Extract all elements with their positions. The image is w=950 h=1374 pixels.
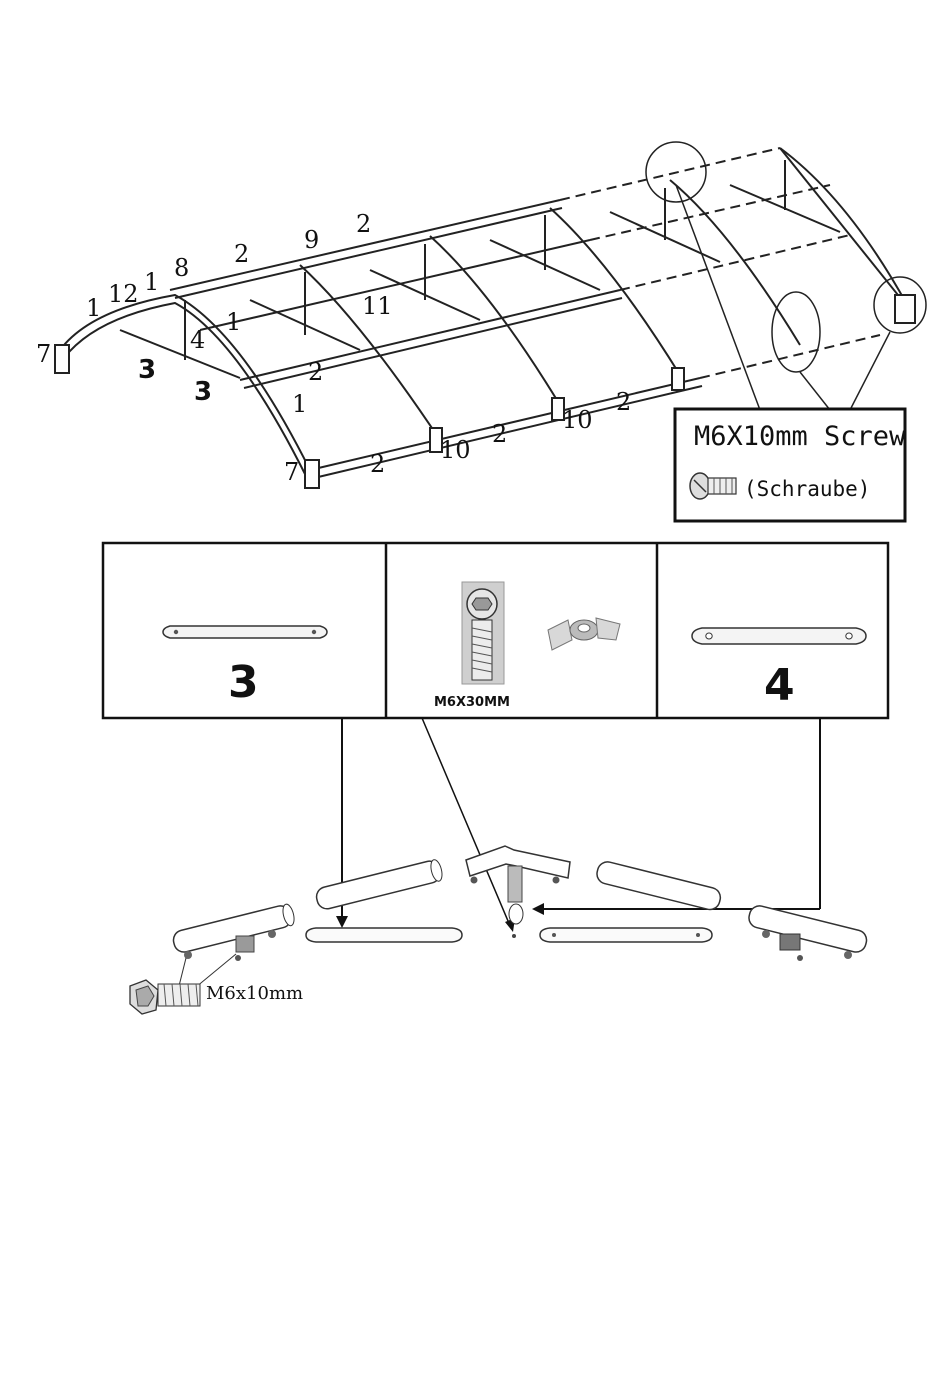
frame-label: 1: [144, 268, 159, 296]
frame-label: 7: [284, 458, 299, 486]
parts-table: 3 M6X30MM 4: [103, 543, 888, 718]
frame-label: 4: [190, 326, 205, 354]
frame-label: 1: [86, 294, 101, 322]
screw-callout: M6X10mm Screw (Schraube): [675, 409, 906, 521]
strap-part-3: [163, 626, 327, 638]
frame-label: 2: [356, 210, 371, 238]
frame-label: 1: [292, 390, 307, 418]
bolt-label: M6X30MM: [434, 695, 510, 710]
frame-label: 3: [194, 377, 212, 407]
ridge-assembly-detail: M6x10mm: [130, 846, 869, 1014]
part-3-label: 3: [228, 657, 259, 708]
frame-label: 10: [440, 436, 471, 464]
screw-icon: [130, 980, 200, 1014]
frame-label: 2: [370, 450, 385, 478]
strap-part-4: [692, 628, 866, 644]
part-4-label: 4: [764, 660, 795, 711]
screw-callout-title: M6X10mm Screw: [694, 421, 906, 452]
frame-label: 7: [36, 340, 51, 368]
frame-label: 3: [138, 355, 156, 385]
frame-label: 1: [226, 308, 241, 336]
screw-callout-subtitle: (Schraube): [744, 477, 870, 501]
frame-label: 2: [234, 240, 249, 268]
frame-label: 2: [616, 388, 631, 416]
frame-label: 10: [562, 406, 593, 434]
frame-label: 8: [174, 254, 189, 282]
bolt-icon: [462, 582, 504, 684]
frame-label: 9: [304, 226, 319, 254]
ridge-screw-label: M6x10mm: [206, 983, 303, 1004]
frame-label: 12: [108, 280, 139, 308]
frame-label: 11: [362, 292, 393, 320]
frame-label: 2: [492, 420, 507, 448]
frame-label: 2: [308, 358, 323, 386]
assembly-arrows: [336, 718, 820, 932]
